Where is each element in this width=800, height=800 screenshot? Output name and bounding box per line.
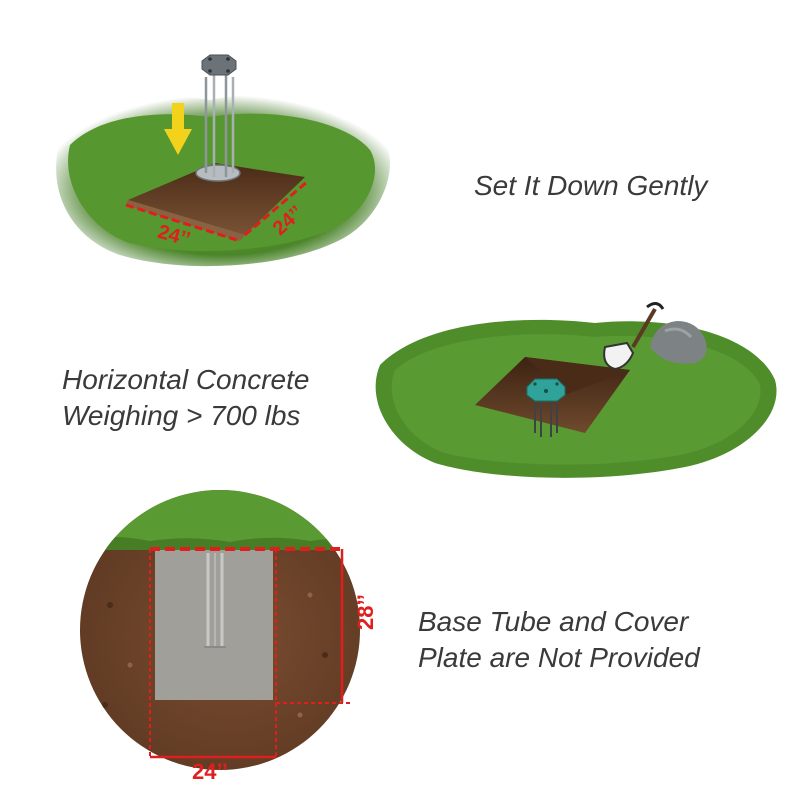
step3-caption-line1: Base Tube and Cover <box>418 606 689 637</box>
step2-caption-line1: Horizontal Concrete <box>62 364 310 395</box>
shovel-icon <box>603 302 665 371</box>
step2-illustration <box>365 295 785 485</box>
step3-dim-width: 24’’ <box>192 759 228 784</box>
step2-caption-line2: Weighing > 700 lbs <box>62 400 301 431</box>
anchor-top-plate <box>201 54 237 76</box>
step3-dim-depth: 28’’ <box>353 594 378 630</box>
down-arrow-icon <box>164 103 192 155</box>
rock-icon <box>650 321 707 364</box>
step3-caption-line2: Plate are Not Provided <box>418 642 700 673</box>
step3-cross-section: 28’’ 24’’ <box>70 485 390 785</box>
step1-illustration: 24’’ 24’’ <box>40 45 400 285</box>
dug-hole <box>128 163 305 235</box>
step1-caption: Set It Down Gently <box>474 170 708 201</box>
